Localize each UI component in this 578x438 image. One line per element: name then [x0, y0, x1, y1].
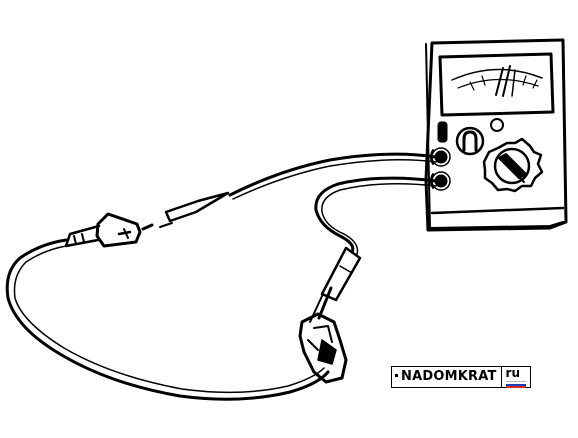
nadomkrat-watermark: NADOMKRAT ru [391, 366, 531, 388]
dial-icon [482, 137, 544, 193]
terminal-sockets [430, 147, 451, 191]
multimeter-icon [424, 38, 568, 232]
watermark-dot [395, 374, 398, 377]
russian-flag-icon [505, 381, 526, 388]
meter-display [438, 52, 555, 117]
screw-icon [490, 118, 504, 132]
range-switch [437, 121, 448, 143]
zero-adjust-knob [455, 126, 485, 156]
probe-icon [298, 176, 438, 384]
watermark-tld: ru [505, 366, 520, 380]
watermark-brand: NADOMKRAT [401, 369, 497, 384]
test-lead-icon [5, 152, 438, 401]
